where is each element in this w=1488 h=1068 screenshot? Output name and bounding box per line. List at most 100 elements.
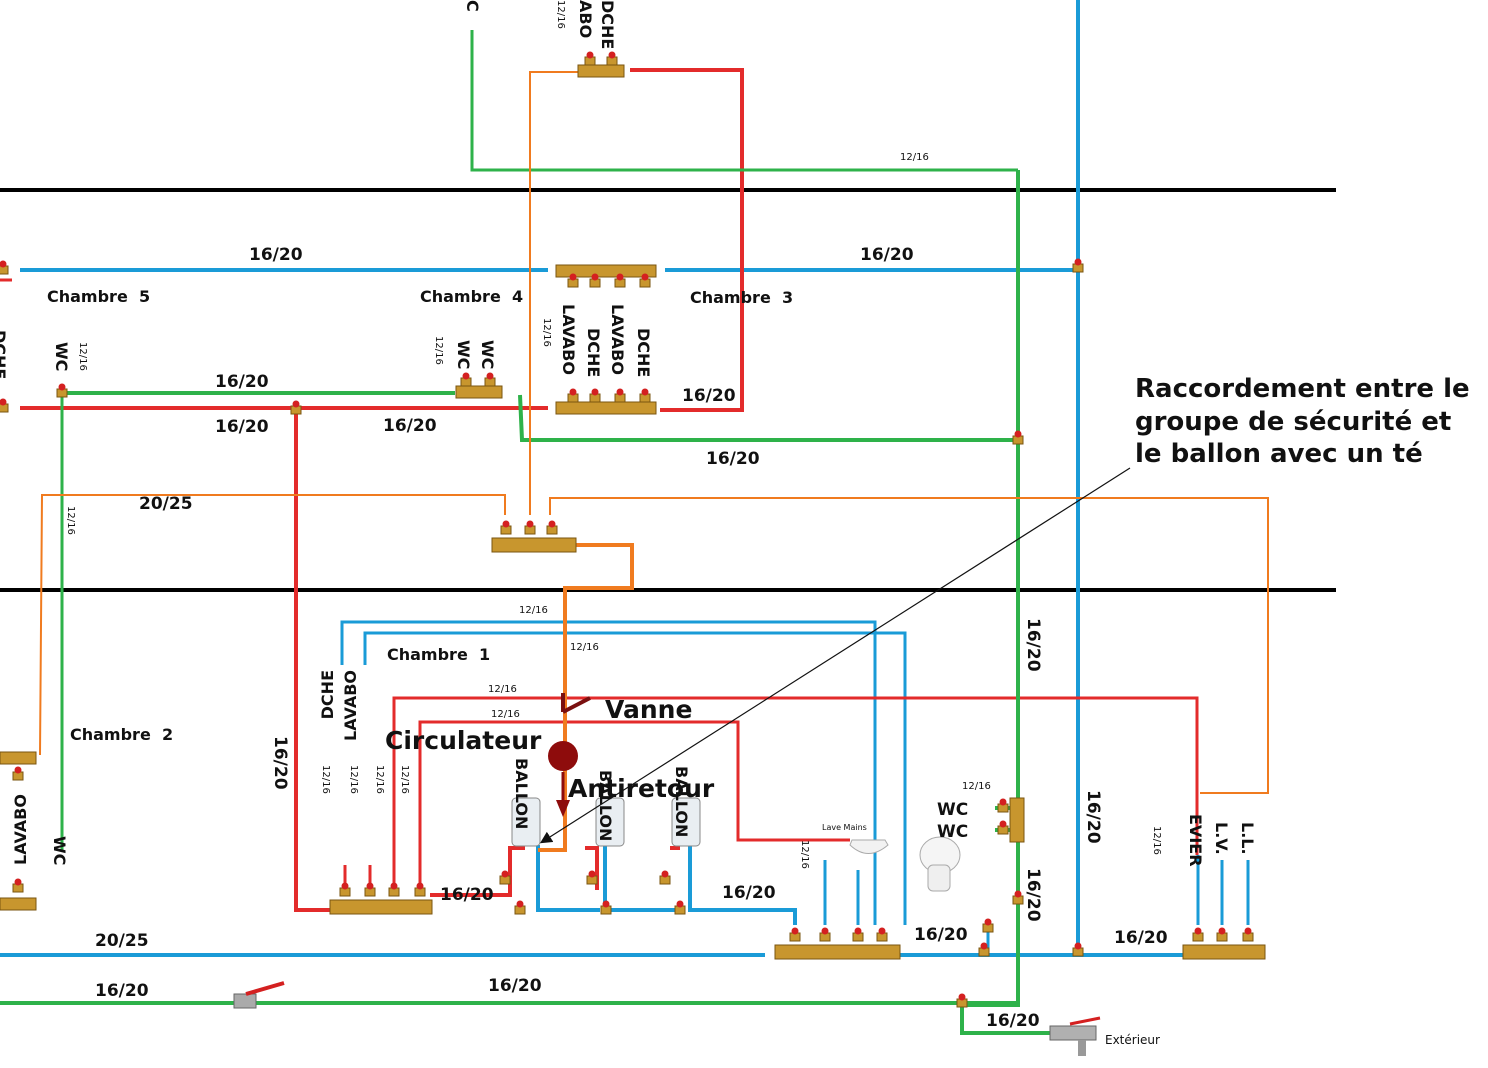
manifold-top	[577, 64, 625, 78]
size-label-small: 12/16	[348, 765, 359, 794]
size-label-small: 12/16	[1151, 826, 1162, 855]
manifold-kitchen	[1182, 944, 1266, 960]
room-label-chambre3: Chambre 3	[690, 288, 793, 307]
circulateur-icon	[548, 741, 578, 771]
valves	[0, 51, 1254, 1008]
size-label-small: 12/16	[320, 765, 331, 794]
size-label: 16/20	[270, 736, 290, 790]
size-label: 16/20	[1083, 790, 1103, 844]
manifold-chambre2-bottom	[0, 897, 37, 911]
pipe-size-labels: 16/20 16/20 16/20 16/20 16/20 16/20 16/2…	[65, 0, 1168, 1031]
fixture-label-wc: WC	[454, 340, 473, 369]
room-label-chambre4: Chambre 4	[420, 287, 523, 306]
outdoor-tap-icon	[1049, 1016, 1101, 1056]
fixture-label-wc: WC	[52, 342, 71, 371]
manifold-cold-ground	[774, 944, 901, 960]
green-thin-pipes	[60, 30, 1018, 850]
toilet-icon	[919, 836, 961, 892]
fixture-label-ll: L.L.	[1238, 822, 1257, 855]
annotation-line-1: Raccordement entre le	[1135, 374, 1470, 404]
return-pipes	[39, 71, 1269, 852]
fixture-label-dche: DCHE	[634, 328, 653, 377]
water-heaters	[511, 797, 701, 847]
label-vanne: Vanne	[605, 695, 692, 724]
fixture-label-lavabo: LAVABO	[559, 304, 578, 375]
fixture-label-dche: DCHE	[0, 330, 9, 379]
fixture-label-dche: DCHE	[598, 0, 617, 49]
fixture-label-ballon: BALLON	[512, 758, 531, 829]
ballon-2-icon	[595, 797, 625, 847]
hot-water-pipes	[20, 68, 744, 912]
size-label-small: 12/16	[77, 342, 88, 371]
fixture-label-wc: WC	[937, 800, 968, 820]
fixture-labels: C DCHE ABO WC DCHE WC WC LAVABO DCHE LAV…	[0, 0, 1257, 1047]
annotation-line-3: le ballon avec un té	[1135, 439, 1423, 469]
room-label-chambre2: Chambre 2	[70, 725, 173, 744]
cold-water-pipes	[0, 0, 1185, 957]
fixture-label-ballon: BALLON	[596, 770, 615, 841]
size-label: 16/20	[986, 1011, 1040, 1031]
annotation-arrow	[539, 467, 1131, 844]
size-label-small: 12/16	[374, 765, 385, 794]
size-label: 16/20	[682, 386, 736, 406]
size-label: 16/20	[95, 981, 149, 1001]
fixture-label-lavabo: LAVABO	[341, 670, 360, 741]
manifold-hot-ground	[329, 899, 433, 915]
size-label: 16/20	[440, 885, 494, 905]
size-label-small: 12/16	[962, 781, 991, 792]
fixture-label-exterieur: Extérieur	[1105, 1033, 1160, 1047]
size-label: 20/25	[95, 931, 149, 951]
fixture-label-evier: EVIER	[1186, 814, 1205, 867]
size-label: 16/20	[1023, 618, 1043, 672]
size-label: 16/20	[1114, 928, 1168, 948]
fixture-label-lave-mains: Lave Mains	[822, 823, 867, 832]
washbasin-icon	[849, 839, 889, 854]
size-label: 16/20	[706, 449, 760, 469]
size-label-small: 12/16	[491, 709, 520, 720]
size-label-small: 12/16	[900, 152, 929, 163]
label-antiretour: Antiretour	[568, 774, 715, 803]
vanne-icon	[561, 693, 591, 714]
manifold-chambre4-top	[555, 264, 657, 278]
fixture-label-ballon: BALLON	[672, 766, 691, 837]
fixture-label-dche: DCHE	[584, 328, 603, 377]
size-label-small: 12/16	[433, 336, 444, 365]
size-label: 16/20	[1023, 868, 1043, 922]
size-label: 20/25	[139, 494, 193, 514]
manifold-chambre2	[0, 751, 37, 765]
size-label: 16/20	[488, 976, 542, 996]
fixture-label-dche: DCHE	[318, 670, 337, 719]
fixture-label-c: C	[463, 0, 482, 12]
green-supply-pipes	[0, 170, 1050, 1035]
manifold-return	[491, 537, 577, 553]
size-label: 16/20	[383, 416, 437, 436]
ballon-3-icon	[671, 797, 701, 847]
fixture-label-lavabo: LAVABO	[608, 304, 627, 375]
component-labels: Vanne Circulateur Antiretour	[385, 695, 715, 803]
antiretour-icon	[556, 800, 570, 817]
size-label: 16/20	[249, 245, 303, 265]
cold-branch-pipes	[340, 620, 1250, 955]
room-labels: Chambre 5 Chambre 4 Chambre 3 Chambre 1 …	[47, 287, 793, 744]
size-label-small: 12/16	[519, 605, 548, 616]
annotation-line-2: groupe de sécurité et	[1135, 407, 1451, 437]
fixture-label-abo: ABO	[576, 0, 595, 38]
size-label: 16/20	[215, 372, 269, 392]
size-label: 16/20	[914, 925, 968, 945]
manifold-wc-chambre4	[455, 385, 503, 399]
fixture-label-wc: WC	[937, 822, 968, 842]
size-label-small: 12/16	[488, 684, 517, 695]
fixture-label-lv: L.V.	[1212, 822, 1231, 855]
fixture-label-wc: WC	[50, 836, 69, 865]
size-label-small: 12/16	[541, 318, 552, 347]
size-label: 16/20	[215, 417, 269, 437]
room-label-chambre1: Chambre 1	[387, 645, 490, 664]
size-label: 16/20	[860, 245, 914, 265]
room-label-chambre5: Chambre 5	[47, 287, 150, 306]
ballon-1-icon	[511, 797, 541, 847]
size-label: 16/20	[722, 883, 776, 903]
ball-valve-icon	[233, 981, 285, 1009]
size-label-small: 12/16	[570, 642, 599, 653]
fixture-label-lavabo: LAVABO	[11, 794, 30, 865]
